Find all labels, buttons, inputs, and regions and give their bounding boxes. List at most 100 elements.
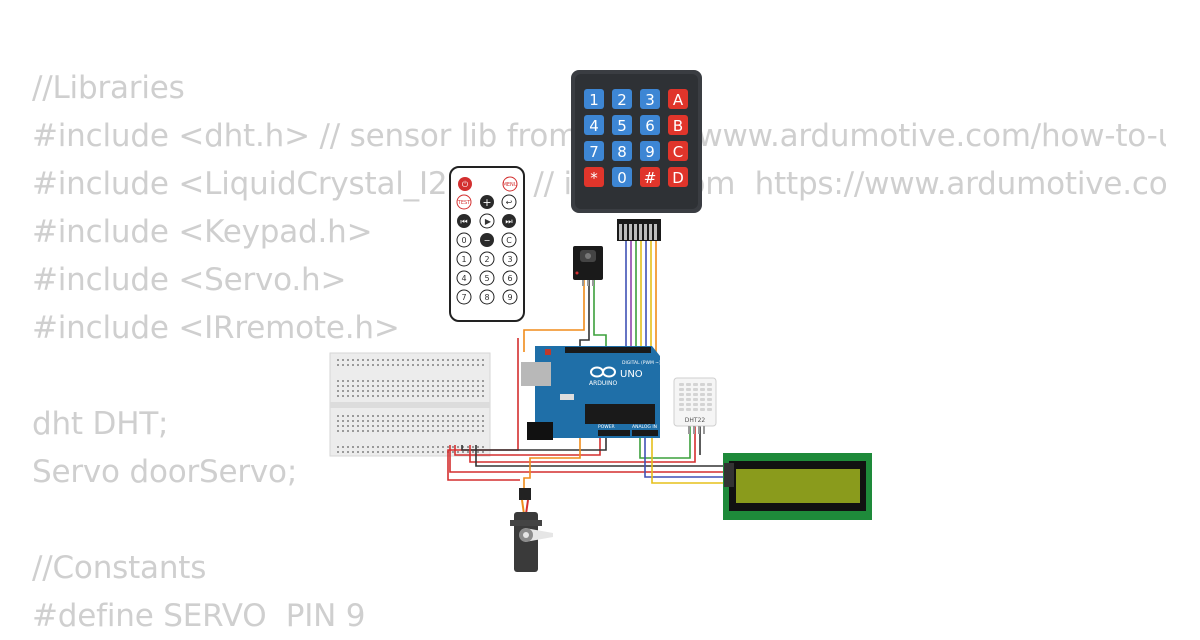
keypad-key[interactable]: *	[584, 167, 604, 187]
keypad-key-label: 9	[645, 143, 655, 161]
analog-label: ANALOG IN	[632, 424, 657, 430]
keypad-key-label: #	[644, 169, 657, 187]
remote-digit-label: 4	[461, 274, 466, 283]
svg-text:MENU: MENU	[503, 182, 518, 188]
ir-wire-red	[447, 338, 520, 481]
svg-text:▶: ▶	[485, 217, 492, 226]
remote-digit-button[interactable]: 9	[502, 289, 518, 305]
code-line: //Libraries	[32, 70, 185, 106]
lcd-wire-vcc	[449, 445, 724, 473]
keypad-key-label: A	[673, 91, 684, 109]
remote-digit-button[interactable]: 4	[456, 270, 472, 286]
remote-digit-button[interactable]: 7	[456, 289, 472, 305]
dht22-sensor[interactable]: DHT22	[673, 377, 717, 434]
keypad-key-label: 4	[589, 117, 599, 135]
remote-digit-button[interactable]: 2	[479, 251, 495, 267]
svg-text:0: 0	[461, 236, 466, 245]
remote-digit-button[interactable]: 6	[502, 270, 518, 286]
keypad-key-label: 8	[617, 143, 627, 161]
c-button[interactable]: C	[501, 232, 517, 248]
remote-digit-button[interactable]: 8	[479, 289, 495, 305]
atmega-chip	[585, 404, 655, 424]
dht-wire-2	[469, 425, 696, 463]
keypad-key[interactable]: 2	[612, 89, 632, 109]
menu-button[interactable]: MENU	[502, 176, 518, 192]
i2c-header	[724, 463, 734, 487]
wires	[447, 240, 724, 490]
remote-digit-button[interactable]: 5	[479, 270, 495, 286]
keypad-key[interactable]: 5	[612, 115, 632, 135]
arduino-logo-icon	[590, 366, 616, 378]
servo-motor[interactable]	[510, 488, 553, 572]
svg-text:⏮: ⏮	[460, 217, 467, 226]
keypad-key-label: D	[672, 169, 684, 187]
digital-label: DIGITAL (PWM ~)	[622, 360, 661, 366]
keypad-key[interactable]: 4	[584, 115, 604, 135]
ir-wire-vcc	[593, 280, 607, 352]
arduino-uno-board[interactable]: UNO ARDUINO DIGITAL (PWM ~) POWER ANALOG…	[521, 346, 661, 440]
power-jack	[527, 422, 553, 440]
keypad-key-label: 0	[617, 169, 627, 187]
back-button[interactable]: ↩	[501, 194, 517, 210]
minus-button[interactable]: −	[480, 233, 494, 247]
ir-receiver-module[interactable]	[573, 246, 603, 286]
code-line: #include <IRremote.h>	[32, 310, 400, 346]
next-button[interactable]: ⏭	[502, 214, 516, 228]
breadboard[interactable]	[329, 352, 491, 457]
remote-digit-label: 6	[507, 274, 512, 283]
play-button[interactable]: ▶	[479, 213, 495, 229]
ir-remote[interactable]: ⏻ MENU TEST + ↩ ⏮ ▶ ⏭	[449, 166, 525, 322]
crystal	[560, 394, 574, 400]
keypad-key[interactable]: C	[668, 141, 688, 161]
test-button[interactable]: TEST	[456, 194, 472, 210]
plus-button[interactable]: +	[480, 195, 494, 209]
keypad-key-label: *	[590, 169, 598, 187]
keypad-key[interactable]: A	[668, 89, 688, 109]
code-line: #include <Keypad.h>	[32, 214, 373, 250]
keypad-key-label: 2	[617, 91, 627, 109]
zero-button[interactable]: 0	[456, 232, 472, 248]
svg-text:⏭: ⏭	[505, 217, 512, 226]
code-line: #define SERVO PIN 9	[32, 598, 366, 634]
svg-text:⏻: ⏻	[462, 180, 469, 189]
keypad-key[interactable]: #	[640, 167, 660, 187]
remote-digit-label: 2	[484, 255, 489, 264]
keypad-key[interactable]: 3	[640, 89, 660, 109]
remote-digit-button[interactable]: 1	[456, 251, 472, 267]
remote-digit-button[interactable]: 3	[502, 251, 518, 267]
remote-digit-label: 3	[507, 255, 512, 264]
keypad-key[interactable]: D	[668, 167, 688, 187]
keypad-key[interactable]: 0	[612, 167, 632, 187]
keypad-key-label: 7	[589, 143, 599, 161]
svg-text:+: +	[482, 196, 491, 209]
svg-text:−: −	[484, 236, 491, 245]
power-button[interactable]: ⏻	[458, 177, 472, 191]
keypad-key-label: 6	[645, 117, 655, 135]
prev-button[interactable]: ⏮	[457, 214, 471, 228]
lcd-wire-scl	[651, 438, 724, 484]
dht-label: DHT22	[685, 417, 706, 424]
lcd-wire-gnd	[475, 445, 724, 467]
lcd-screen	[736, 469, 860, 503]
lcd-16x2-display[interactable]	[723, 453, 872, 520]
svg-text:↩: ↩	[506, 198, 513, 207]
analog-header	[632, 430, 658, 436]
remote-digit-label: 8	[484, 293, 489, 302]
svg-text:TEST: TEST	[457, 200, 471, 206]
power-label: POWER	[598, 424, 615, 430]
code-editor-background: //Libraries#include <dht.h> // sensor li…	[32, 64, 1166, 640]
reset-button	[545, 349, 551, 355]
power-header	[598, 430, 630, 436]
keypad-key-label: 1	[589, 91, 599, 109]
keypad-key-label: 3	[645, 91, 655, 109]
keypad-key[interactable]: B	[668, 115, 688, 135]
remote-digit-label: 5	[484, 274, 489, 283]
keypad-key[interactable]: 7	[584, 141, 604, 161]
code-line: dht DHT;	[32, 406, 169, 442]
keypad-key[interactable]: 6	[640, 115, 660, 135]
keypad-key[interactable]: 1	[584, 89, 604, 109]
keypad-key[interactable]: 9	[640, 141, 660, 161]
keypad-key[interactable]: 8	[612, 141, 632, 161]
